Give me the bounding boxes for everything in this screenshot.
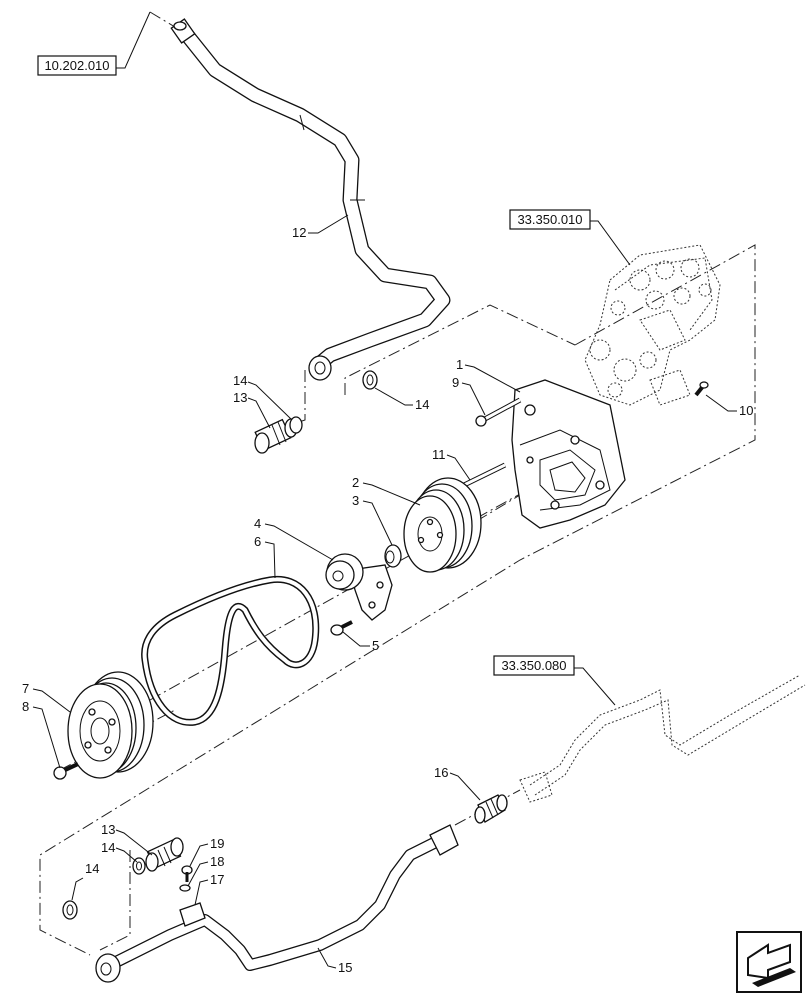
- washer-14-lower-b: [62, 900, 78, 920]
- compressor: [584, 244, 721, 406]
- callout-15: 15: [338, 960, 352, 975]
- callout-14-upper-right: 14: [415, 397, 429, 412]
- callout-8: 8: [22, 699, 29, 714]
- callout-5: 5: [372, 638, 379, 653]
- spacer-3: [384, 544, 402, 568]
- tensioner-4: [325, 553, 393, 621]
- callout-17: 17: [210, 872, 224, 887]
- callout-13-lower: 13: [101, 822, 115, 837]
- ref-label-compressor: 33.350.010: [517, 212, 582, 227]
- callout-18: 18: [210, 854, 224, 869]
- pulley-2: [403, 477, 482, 573]
- callout-1: 1: [456, 357, 463, 372]
- callout-4: 4: [254, 516, 261, 531]
- belt-6: [141, 575, 320, 726]
- callout-10: 10: [739, 403, 753, 418]
- ref-label-top: 10.202.010: [44, 58, 109, 73]
- ref-label-line: 33.350.080: [501, 658, 566, 673]
- bolt-5: [330, 620, 353, 636]
- callout-16: 16: [434, 765, 448, 780]
- callout-14-lower-b: 14: [85, 861, 99, 876]
- fitting-16: [474, 794, 508, 824]
- callout-11: 11: [432, 447, 446, 462]
- arrow-box-icon[interactable]: [736, 931, 802, 993]
- callout-7: 7: [22, 681, 29, 696]
- bolt-19: [181, 865, 193, 882]
- callout-12: 12: [292, 225, 306, 240]
- ref-box-line[interactable]: 33.350.080: [493, 655, 616, 706]
- callouts: 1 9 10 11 12 14 13 14 2 3 4 6 5 7 8 16 1…: [22, 214, 753, 975]
- banjo-bolt-13-lower: [145, 837, 184, 872]
- line-33-350-080: [519, 674, 806, 803]
- callout-19: 19: [210, 836, 224, 851]
- washer-14-upper: [362, 370, 378, 390]
- callout-3: 3: [352, 493, 359, 508]
- assembly-guide-lines: [39, 11, 756, 956]
- bracket-1: [511, 379, 626, 529]
- clamp-17: [179, 902, 206, 927]
- callout-6: 6: [254, 534, 261, 549]
- ref-box-top[interactable]: 10.202.010: [37, 11, 151, 76]
- washer-14-lower-a: [132, 857, 146, 875]
- callout-2: 2: [352, 475, 359, 490]
- washer-18: [179, 884, 191, 892]
- bolt-9: [475, 397, 522, 427]
- bolt-8: [53, 762, 79, 780]
- crank-pulley-7: [67, 671, 154, 779]
- hose-lower: [95, 824, 459, 983]
- bolt-10: [694, 381, 709, 397]
- callout-13-upper: 13: [233, 390, 247, 405]
- hose-upper: [170, 18, 451, 381]
- banjo-bolt-13-upper: [254, 416, 303, 454]
- callout-14-upper-left: 14: [233, 373, 247, 388]
- callout-14-lower-a: 14: [101, 840, 115, 855]
- ref-box-compressor[interactable]: 33.350.010: [509, 209, 631, 266]
- callout-9: 9: [452, 375, 459, 390]
